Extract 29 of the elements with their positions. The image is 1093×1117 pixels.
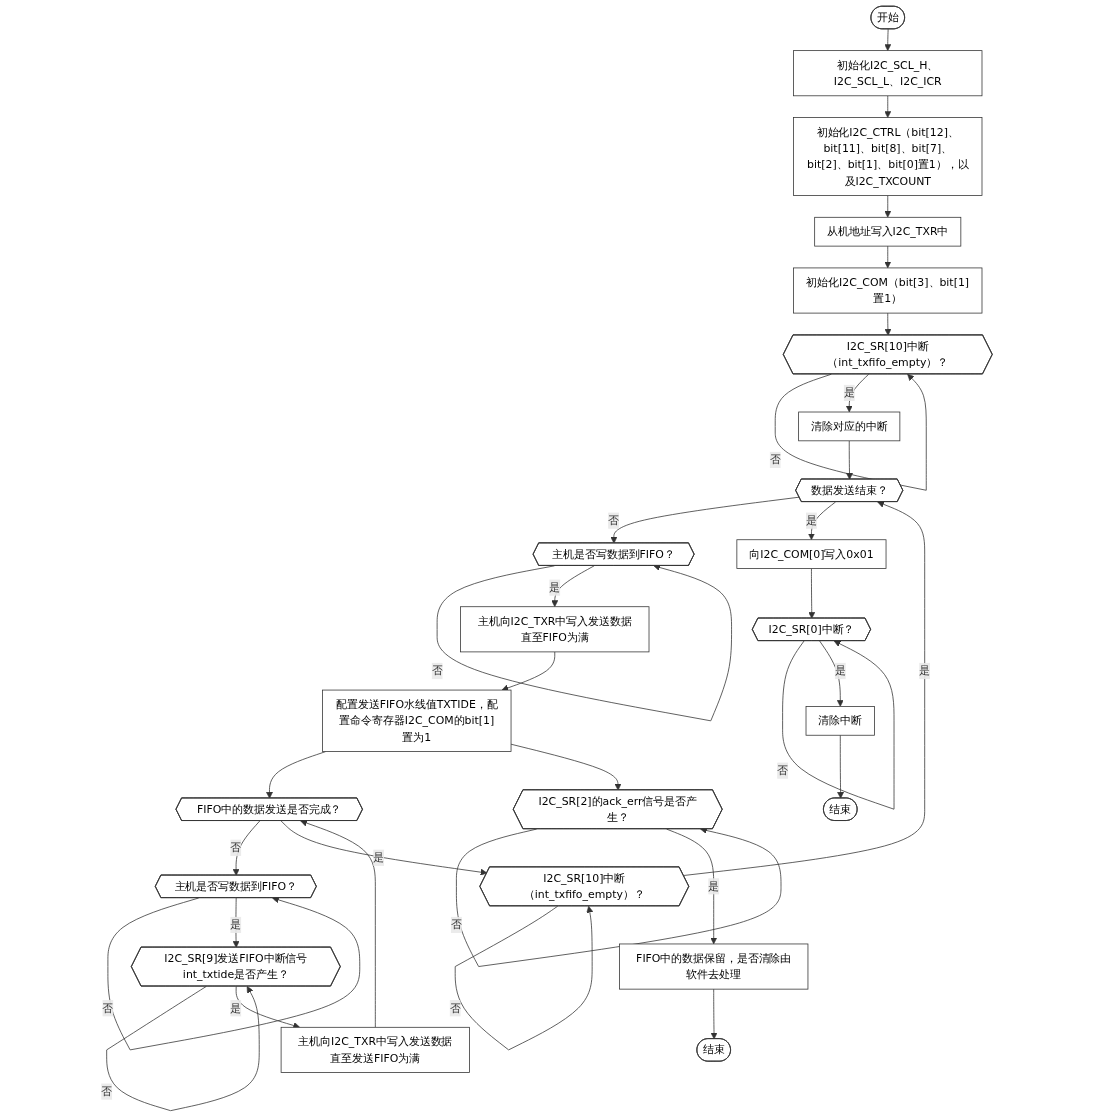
- edge-label: 否: [776, 764, 788, 777]
- edge-label: 否: [769, 453, 781, 466]
- edge-label: 是: [230, 1001, 241, 1015]
- node-box: FIFO中的数据保留，是否清除由软件去处理: [618, 943, 809, 990]
- edge-label: 否: [450, 918, 462, 931]
- node-box: 初始化I2C_CTRL（bit[12]、bit[11]、bit[8]、bit[7]、bit[2]、bit[1]、bit[0]置1），以及I2C_TXCOUNT: [792, 117, 983, 196]
- edge-label: 否: [607, 514, 619, 527]
- node-box: 初始化I2C_SCL_H、I2C_SCL_L、I2C_ICR: [792, 50, 983, 97]
- edge-label: 是: [805, 514, 817, 527]
- edge-label: 否: [100, 1084, 112, 1098]
- edge-label: 否: [431, 664, 443, 677]
- edge-label: 是: [843, 386, 855, 399]
- edge-label: 是: [230, 918, 241, 931]
- edge-label: 否: [449, 1001, 461, 1015]
- edge-label: 是: [834, 664, 846, 677]
- node-box: 清除中断: [805, 706, 875, 736]
- node-box: 初始化I2C_COM（bit[3]、bit[1]置1）: [792, 267, 983, 314]
- node-box: 清除对应的中断: [798, 411, 900, 442]
- node-box: 主机向I2C_TXR中写入发送数据直至FIFO为满: [459, 606, 650, 653]
- node-box: 向I2C_COM[0]写入0x01: [736, 539, 887, 569]
- edge-label: 是: [919, 664, 930, 677]
- edge-label: 否: [230, 841, 241, 854]
- node-box: 主机向I2C_TXR中写入发送数据直至发送FIFO为满: [280, 1026, 470, 1073]
- node-box: 从机地址写入I2C_TXR中: [814, 216, 961, 247]
- edge-label: 是: [708, 879, 719, 893]
- edge-label: 是: [373, 851, 384, 864]
- edge-label: 是: [549, 581, 560, 594]
- edge-label: 否: [102, 1001, 114, 1015]
- node-box: 配置发送FIFO水线值TXTIDE，配置命令寄存器I2C_COM的bit[1]置为1: [321, 689, 512, 752]
